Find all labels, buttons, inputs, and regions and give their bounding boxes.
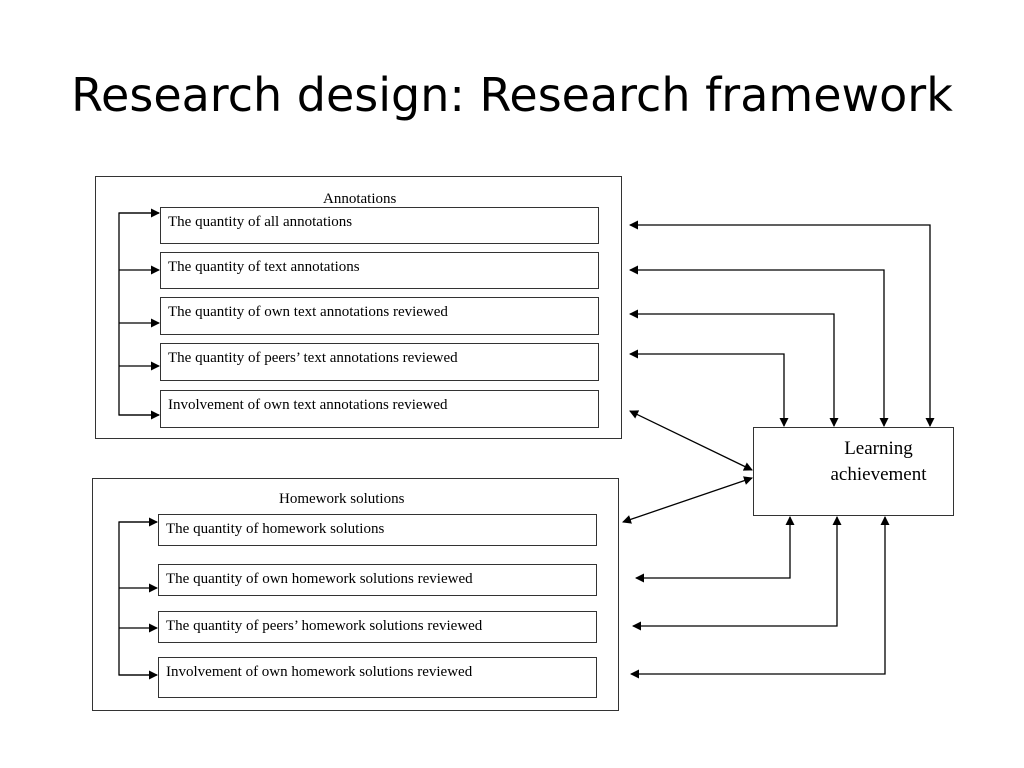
annotation-link-arrow — [629, 265, 889, 427]
annotations-item: Involvement of own text annotations revi… — [160, 390, 599, 428]
annotations-item: The quantity of text annotations — [160, 252, 599, 289]
annotations-item: The quantity of peers’ text annotations … — [160, 343, 599, 381]
annotations-group-label: Annotations — [323, 191, 397, 207]
learning-achievement-label-line2: achievement — [830, 464, 927, 485]
homework-link-arrow — [632, 516, 842, 631]
homework-link-arrow — [630, 516, 890, 679]
annotations-item: The quantity of all annotations — [160, 207, 599, 244]
learning-achievement-box: Learning achievement — [753, 427, 954, 516]
homework-item: The quantity of homework solutions — [158, 514, 597, 546]
diagonal-link-arrow — [622, 476, 753, 524]
slide-title: Research design: Research framework — [71, 68, 953, 122]
annotation-link-arrow — [629, 309, 839, 427]
homework-group-label: Homework solutions — [279, 491, 405, 507]
homework-item: Involvement of own homework solutions re… — [158, 657, 597, 698]
annotation-link-arrow — [629, 220, 935, 427]
homework-link-arrow — [635, 516, 795, 583]
annotations-item: The quantity of own text annotations rev… — [160, 297, 599, 335]
annotation-link-arrow — [629, 349, 789, 427]
learning-achievement-label-line1: Learning — [844, 438, 913, 459]
diagonal-link-arrow — [629, 410, 753, 471]
homework-item: The quantity of peers’ homework solution… — [158, 611, 597, 643]
homework-item: The quantity of own homework solutions r… — [158, 564, 597, 596]
